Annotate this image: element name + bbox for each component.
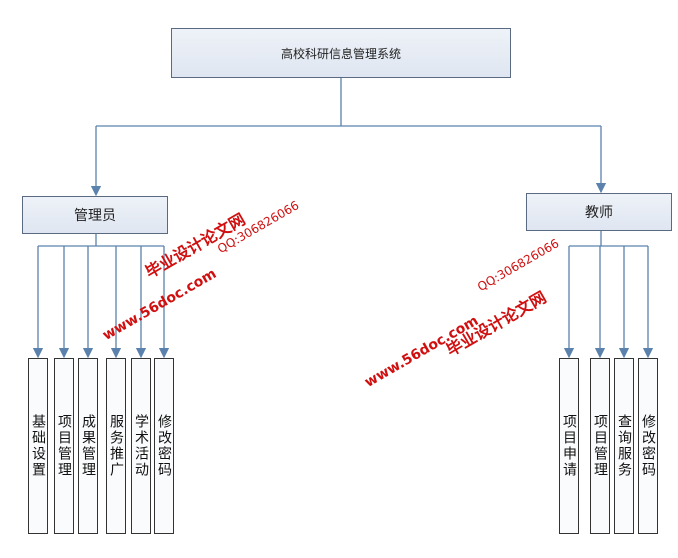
teacher-leaf-node: 查询服务	[614, 358, 634, 534]
admin-leaf-label: 基础设置	[30, 414, 46, 478]
teacher-leaf-label: 项目申请	[561, 414, 577, 478]
admin-leaf-label: 学术活动	[133, 414, 149, 478]
root-node-label: 高校科研信息管理系统	[280, 46, 401, 61]
admin-leaf-node: 成果管理	[78, 358, 98, 534]
teacher-leaf-label: 查询服务	[616, 414, 632, 478]
teacher-leaf-node: 修改密码	[638, 358, 658, 534]
root-node: 高校科研信息管理系统	[171, 28, 511, 78]
teacher-leaf-node: 项目管理	[590, 358, 610, 534]
admin-leaf-node: 项目管理	[54, 358, 74, 534]
admin-leaf-label: 修改密码	[156, 414, 172, 478]
teacher-leaf-label: 项目管理	[592, 414, 608, 478]
admin-leaf-node: 基础设置	[28, 358, 48, 534]
admin-leaf-node: 学术活动	[131, 358, 151, 534]
teacher-node-label: 教师	[585, 205, 613, 221]
admin-node: 管理员	[22, 196, 168, 234]
admin-node-label: 管理员	[74, 208, 116, 224]
admin-leaf-label: 项目管理	[56, 414, 72, 478]
admin-leaf-node: 服务推广	[106, 358, 126, 534]
teacher-leaf-node: 项目申请	[559, 358, 579, 534]
teacher-leaf-label: 修改密码	[640, 414, 656, 478]
admin-leaf-label: 服务推广	[108, 414, 124, 478]
admin-leaf-node: 修改密码	[154, 358, 174, 534]
teacher-node: 教师	[526, 193, 672, 231]
admin-leaf-label: 成果管理	[80, 414, 96, 478]
